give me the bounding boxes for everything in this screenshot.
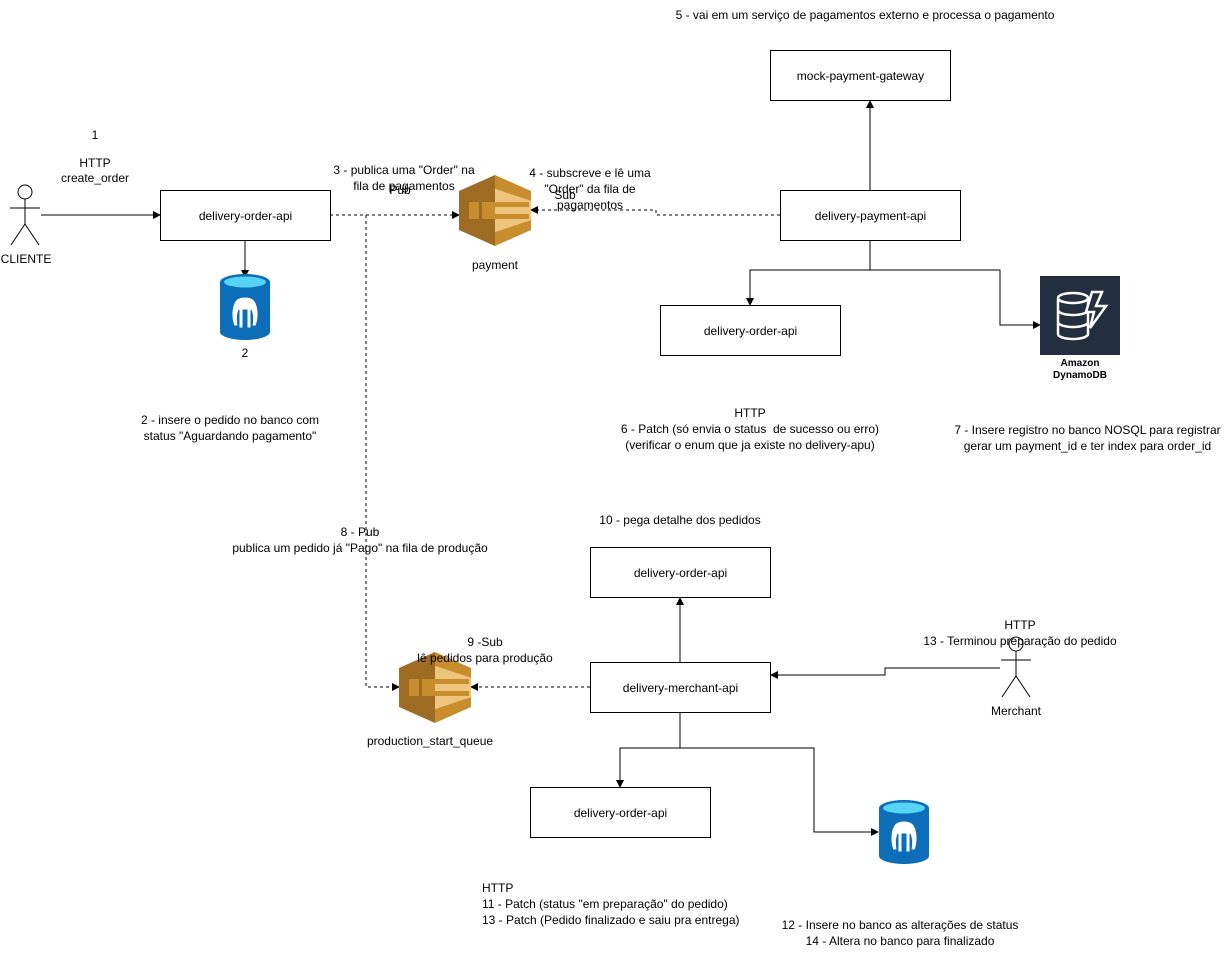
- production-queue-icon: [399, 652, 471, 723]
- merchant-actor-icon: [1001, 636, 1031, 698]
- delivery-payment-api-box[interactable]: delivery-payment-api: [780, 190, 961, 241]
- sub-label: Sub: [554, 188, 576, 202]
- edge-payment-api-order-api: [746, 240, 871, 306]
- cliente-actor-icon: [10, 184, 40, 246]
- step4-label: 4 - subscreve e lê uma"Order" da fila de…: [529, 166, 651, 212]
- step1-method: create_order: [60, 171, 130, 185]
- payment-queue-label: payment: [471, 258, 519, 272]
- step10-label: 10 - pega detalhe dos pedidos: [599, 513, 761, 527]
- postgresql-db-label: 2: [241, 346, 249, 360]
- step5-label: 5 - vai em um serviço de pagamentos exte…: [675, 8, 1055, 22]
- step1-http: HTTP: [79, 156, 111, 170]
- mock-payment-gateway-box[interactable]: mock-payment-gateway: [770, 50, 951, 101]
- dynamodb-label-line2: DynamoDB: [1053, 370, 1107, 381]
- production-queue-label: production_start_queue: [366, 734, 494, 748]
- step1-number: 1: [91, 128, 99, 142]
- merchant-label: Merchant: [990, 704, 1042, 718]
- delivery-order-api-box[interactable]: delivery-order-api: [160, 190, 331, 241]
- payment-queue-icon: [459, 175, 531, 246]
- cliente-label: CLIENTE: [0, 252, 52, 266]
- pub-label: Pub: [389, 183, 411, 197]
- connectors: [41, 100, 1041, 836]
- dynamodb-icon: [1040, 276, 1120, 355]
- delivery-order-api-box-details[interactable]: delivery-order-api: [590, 547, 771, 598]
- delivery-order-api-box-payment[interactable]: delivery-order-api: [660, 305, 841, 356]
- delivery-merchant-api-box[interactable]: delivery-merchant-api: [590, 662, 771, 713]
- edge-merchant-api-db: [680, 747, 879, 836]
- dynamodb-label-line1: Amazon: [1060, 358, 1100, 369]
- edge-payment-api-dynamo: [870, 269, 1041, 329]
- postgresql-icon: [220, 274, 270, 340]
- edge-merchant-merchant-api: [770, 667, 1000, 679]
- step7-label: 7 - Insere registro no banco NOSQL para …: [954, 423, 1221, 453]
- postgresql-icon-merchant: [879, 800, 929, 864]
- edge-order-api-production-queue: [365, 215, 400, 691]
- delivery-order-api-box-merchant[interactable]: delivery-order-api: [530, 787, 711, 838]
- edge-merchant-api-order-api-bottom: [616, 712, 681, 788]
- edge-payment-api-payment-queue: [530, 206, 780, 216]
- step12-14-label: 12 - Insere no banco as alterações de st…: [781, 918, 1019, 948]
